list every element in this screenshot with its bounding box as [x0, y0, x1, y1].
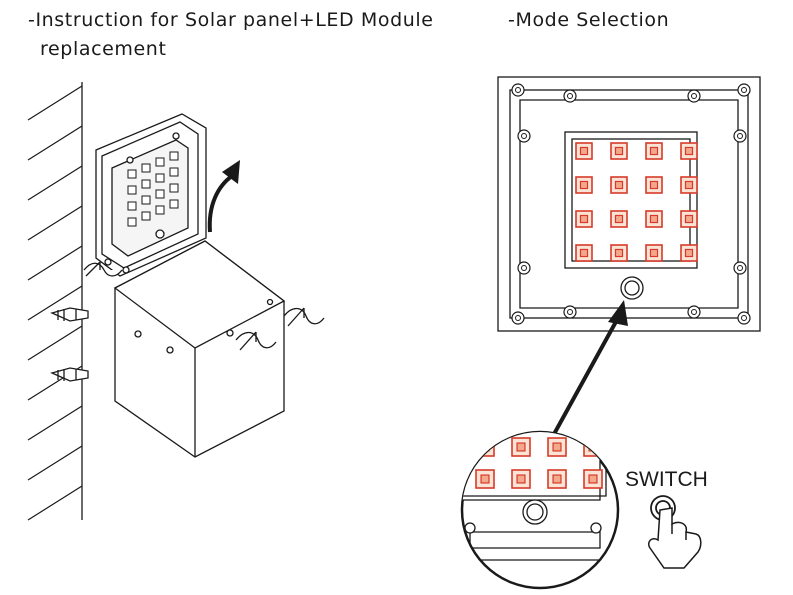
- led-core: [684, 214, 694, 224]
- panel-screw-hole: [567, 93, 573, 99]
- switch-label: SWITCH: [625, 468, 708, 491]
- led-core: [625, 443, 633, 451]
- led-cell: [620, 438, 638, 456]
- led-core: [614, 180, 624, 190]
- panel-screw-hole: [691, 309, 697, 315]
- led-cell-dark: [169, 199, 179, 209]
- pointer-arrow-icon: [546, 300, 628, 446]
- led-cell-dark: [127, 185, 137, 195]
- magnifier-detail: [460, 430, 638, 590]
- heading-mode-selection: -Mode Selection: [508, 9, 670, 31]
- front-panel: [497, 76, 761, 332]
- wall-hatch-line: [27, 445, 83, 481]
- wall-hatch-line: [27, 405, 83, 441]
- led-cell-dark: [155, 157, 165, 167]
- panel-screw-hole: [567, 309, 573, 315]
- led-cell-dark: [141, 195, 151, 205]
- led-grid-right: [575, 142, 698, 262]
- wall: [27, 82, 83, 521]
- led-core: [684, 248, 694, 258]
- led-core: [684, 146, 694, 156]
- led-cell-dark: [141, 163, 151, 173]
- led-cell-dark: [155, 173, 165, 183]
- panel-screw-hole: [515, 87, 521, 93]
- wall-hatch-line: [27, 125, 83, 161]
- lamp-box: [113, 240, 286, 458]
- wall-hatch-line: [27, 245, 83, 281]
- led-core: [480, 474, 490, 484]
- panel-screw-hole: [521, 265, 527, 271]
- led-core: [516, 474, 526, 484]
- panel-screw-hole: [737, 133, 743, 139]
- panel-screw-hole: [521, 133, 527, 139]
- led-core: [649, 146, 659, 156]
- rotate-arrow-icon: [83, 261, 325, 351]
- led-cell-dark: [169, 167, 179, 177]
- led-core: [579, 248, 589, 258]
- led-core: [579, 146, 589, 156]
- panel-screw-hole: [515, 315, 521, 321]
- wall-hatch-line: [27, 85, 83, 121]
- led-core: [649, 180, 659, 190]
- led-cell-dark: [141, 179, 151, 189]
- led-cell-dark: [127, 217, 137, 227]
- led-core: [552, 474, 562, 484]
- led-core: [649, 214, 659, 224]
- led-cell-dark: [127, 169, 137, 179]
- led-cell-dark: [155, 205, 165, 215]
- led-cell-dark: [155, 189, 165, 199]
- led-core: [649, 248, 659, 258]
- wall-hatch-line: [27, 285, 83, 321]
- led-core: [516, 442, 526, 452]
- led-core: [579, 180, 589, 190]
- led-cell-dark: [169, 183, 179, 193]
- panel-screw-hole: [737, 265, 743, 271]
- heading-solar-instruction: -Instruction for Solar panel+LED Module: [28, 9, 434, 31]
- panel-screw-hole: [741, 315, 747, 321]
- finger-press-icon: [647, 507, 702, 569]
- solar-module-tilted: [95, 113, 207, 277]
- led-core: [552, 442, 562, 452]
- wall-hatch-line: [27, 205, 83, 241]
- screw-anchor-icon: [50, 307, 89, 382]
- led-grid-left: [127, 151, 179, 227]
- panel-screws: [511, 83, 751, 325]
- led-core: [684, 180, 694, 190]
- led-core: [588, 474, 598, 484]
- led-core: [480, 442, 490, 452]
- wall-hatch-line: [27, 485, 83, 521]
- wall-hatch-line: [27, 325, 83, 361]
- led-cell-dark: [141, 211, 151, 221]
- heading-solar-instruction-cont: replacement: [40, 38, 167, 60]
- wall-hatch: [27, 85, 83, 521]
- led-cell-dark: [169, 151, 179, 161]
- wall-hatch-line: [27, 165, 83, 201]
- led-core: [614, 248, 624, 258]
- led-cell-dark: [127, 201, 137, 211]
- led-core: [614, 214, 624, 224]
- panel-screw-hole: [691, 93, 697, 99]
- led-core: [579, 214, 589, 224]
- curved-lift-arrow-icon: [207, 160, 240, 233]
- led-core: [614, 146, 624, 156]
- panel-screw-hole: [741, 87, 747, 93]
